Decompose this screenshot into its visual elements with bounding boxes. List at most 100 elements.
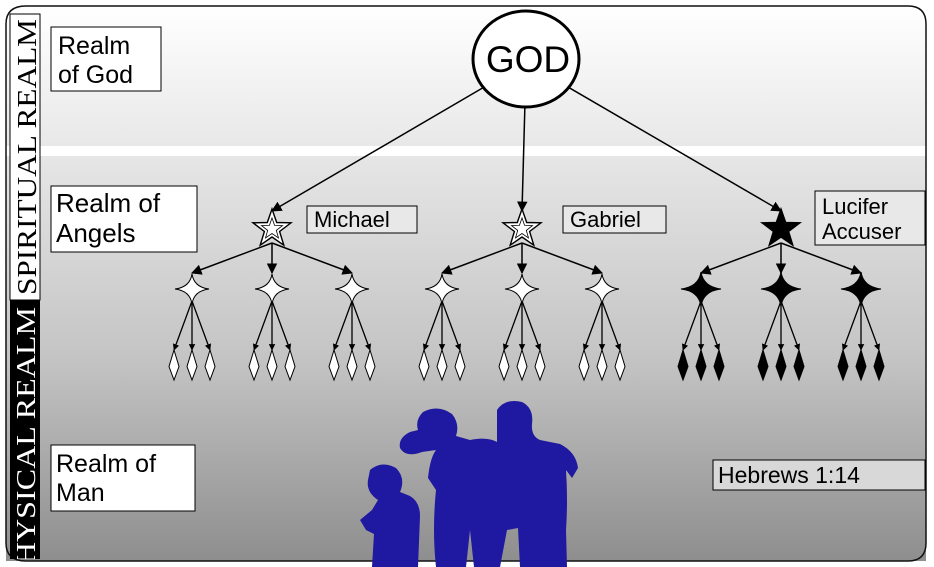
angel-to-subangel-arrow — [521, 300, 542, 351]
spiritual-top-band — [6, 6, 926, 146]
god-to-archangel-arrow — [271, 86, 484, 212]
archangel-star-inner — [510, 216, 534, 239]
angel-node — [174, 273, 210, 305]
archangel-to-angel-arrow — [700, 242, 782, 275]
angel-to-subangel-arrow — [172, 300, 193, 351]
god-label: GOD — [486, 39, 570, 80]
angel-to-subangel-arrow — [761, 300, 782, 351]
gabriel-label: Gabriel — [570, 207, 641, 232]
angel-to-subangel-arrow — [351, 300, 372, 351]
subangel-node — [596, 348, 608, 382]
subangel-node — [677, 348, 689, 382]
subangel-node — [793, 348, 805, 382]
subangel-node — [346, 348, 358, 382]
hebrews-ref-label: Hebrews 1:14 — [718, 462, 860, 488]
realm-labels: Realm of God Realm of Angels Realm of Ma… — [50, 26, 926, 512]
subangel-node — [248, 348, 260, 382]
angel-to-subangel-arrow — [681, 300, 702, 351]
archangel-star-inner — [769, 216, 793, 239]
subangel-node — [775, 348, 787, 382]
subangel-node — [168, 348, 180, 382]
realm-angels-box — [50, 185, 198, 253]
angel-hierarchy — [168, 86, 885, 382]
lucifer-label-line1: Lucifer — [822, 194, 888, 219]
physical-realm-box — [10, 300, 40, 559]
angel-to-subangel-arrow — [252, 300, 273, 351]
angel-to-subangel-arrow — [780, 300, 801, 351]
michael-label: Michael — [314, 207, 390, 232]
subangel-node — [837, 348, 849, 382]
angel-node — [504, 273, 540, 305]
angel-to-subangel-arrow — [441, 300, 462, 351]
spiritual-realm-label: SPIRITUAL REALM — [12, 19, 42, 295]
hebrews-ref-box — [712, 459, 926, 491]
angel-node — [254, 273, 290, 305]
subangel-node — [436, 348, 448, 382]
archangel-star — [250, 206, 294, 247]
adult-silhouette-right — [497, 401, 578, 567]
realm-angels-line2: Angels — [56, 218, 136, 248]
god-to-archangel-arrow — [568, 86, 782, 212]
angel-node — [334, 273, 370, 305]
subangel-node — [284, 348, 296, 382]
lucifer-box — [814, 190, 926, 246]
subangel-node — [186, 348, 198, 382]
frame-border — [5, 5, 927, 562]
realm-man-line1: Realm of — [56, 450, 156, 478]
lucifer-label-line2: Accuser — [822, 219, 901, 244]
god-node: GOD — [471, 9, 581, 109]
archangel-star-inner — [260, 216, 284, 239]
fallen-angel-node — [680, 271, 722, 307]
spiritual-realm-box — [9, 13, 41, 301]
child-silhouette — [360, 464, 420, 567]
archangel-star — [500, 206, 544, 247]
subangel-node — [534, 348, 546, 382]
realm-god-box — [50, 26, 162, 92]
angel-to-subangel-arrow — [332, 300, 353, 351]
archangel-to-angel-arrow — [271, 242, 353, 275]
archangel-to-angel-arrow — [191, 242, 273, 275]
realm-man-box — [50, 444, 196, 512]
archangel-labels: Michael Gabriel Lucifer Accuser — [306, 190, 926, 246]
subangel-node — [204, 348, 216, 382]
god-circle — [471, 9, 581, 109]
subangel-node — [855, 348, 867, 382]
angel-to-subangel-arrow — [700, 300, 721, 351]
subangel-node — [498, 348, 510, 382]
realm-god-line1: Realm — [58, 32, 130, 60]
subangel-node — [614, 348, 626, 382]
realm-angels-line1: Realm of — [56, 188, 161, 218]
gabriel-box — [562, 205, 667, 234]
archangel-to-angel-arrow — [521, 242, 603, 275]
subangel-node — [328, 348, 340, 382]
subangel-node — [364, 348, 376, 382]
realm-man-line2: Man — [56, 479, 105, 507]
angel-to-subangel-arrow — [191, 300, 212, 351]
fallen-angel-node — [840, 271, 882, 307]
angel-to-subangel-arrow — [422, 300, 443, 351]
archangel-to-angel-arrow — [441, 242, 523, 275]
subangel-node — [757, 348, 769, 382]
angel-to-subangel-arrow — [582, 300, 603, 351]
subangel-node — [695, 348, 707, 382]
adult-silhouette-middle — [399, 408, 504, 567]
fallen-angel-node — [760, 271, 802, 307]
subangel-node — [418, 348, 430, 382]
people-silhouette — [360, 401, 578, 567]
angel-to-subangel-arrow — [271, 300, 292, 351]
archangel-to-angel-arrow — [780, 242, 862, 275]
side-labels: SPIRITUAL REALM PHYSICAL REALM — [9, 13, 42, 559]
subangel-node — [266, 348, 278, 382]
subangel-node — [873, 348, 885, 382]
realm-god-line2: of God — [58, 61, 133, 89]
subangel-node — [516, 348, 528, 382]
subangel-node — [454, 348, 466, 382]
angel-to-subangel-arrow — [860, 300, 881, 351]
michael-box — [306, 205, 418, 234]
angel-node — [424, 273, 460, 305]
angel-to-subangel-arrow — [841, 300, 862, 351]
angel-to-subangel-arrow — [601, 300, 622, 351]
god-to-archangel-arrow — [517, 106, 528, 213]
